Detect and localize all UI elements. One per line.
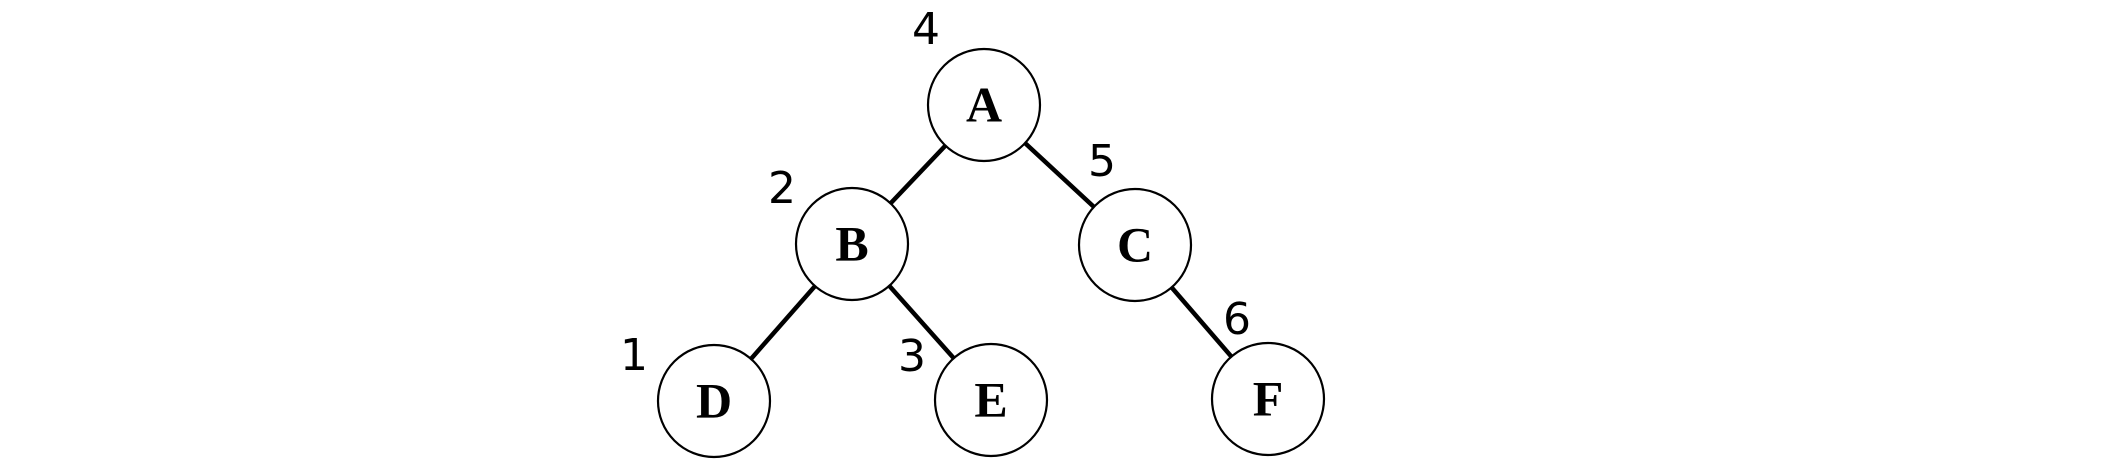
node-E-circle (933, 342, 1049, 458)
node-D-circle (656, 343, 772, 459)
node-C-circle (1077, 187, 1193, 303)
node-B-circle (794, 186, 910, 302)
node-F-label: F (1253, 371, 1284, 427)
node-B-label: B (835, 216, 868, 272)
node-E-label: E (974, 372, 1007, 428)
node-A-circle (926, 47, 1042, 163)
node-F-circle (1210, 341, 1326, 457)
traversal-order-label-A: 4 (912, 4, 940, 55)
node-D-label: D (696, 373, 732, 429)
traversal-order-label-D: 1 (620, 330, 648, 381)
traversal-order-label-F: 6 (1223, 294, 1251, 345)
traversal-order-label-B: 2 (768, 163, 796, 214)
node-C-label: C (1117, 217, 1153, 273)
traversal-order-label-E: 3 (898, 331, 926, 382)
node-A-label: A (966, 77, 1002, 133)
traversal-order-label-C: 5 (1088, 136, 1116, 187)
